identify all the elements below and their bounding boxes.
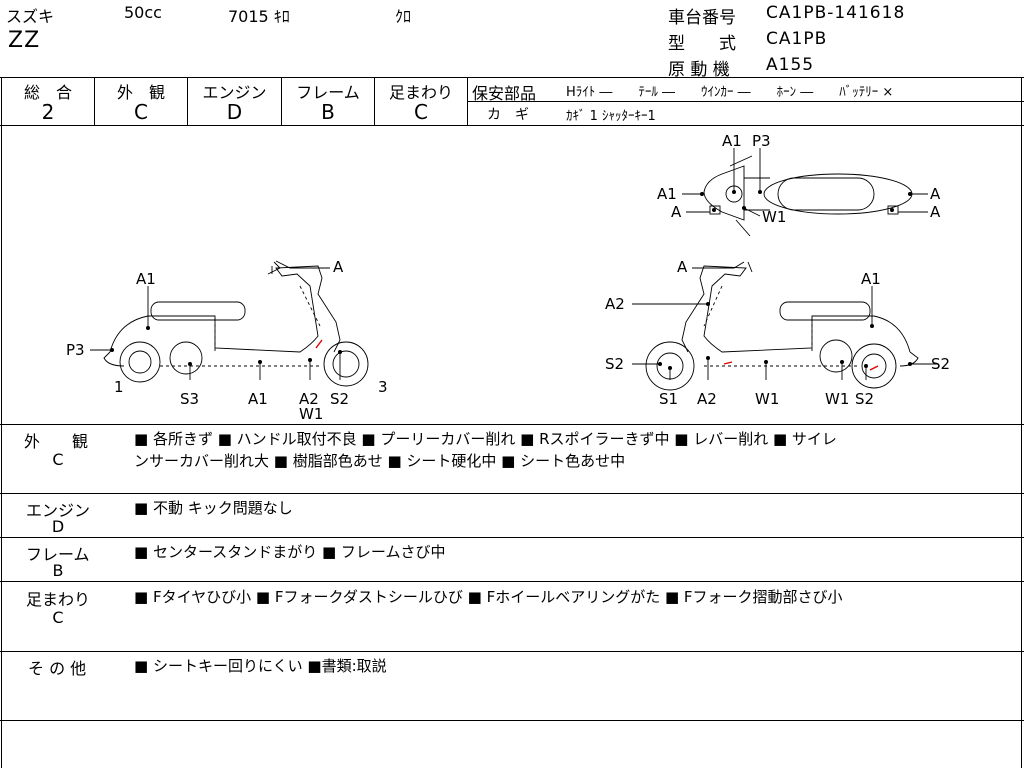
- section-exterior-text-1: ■ 各所きず ■ ハンドル取付不良 ■ プーリーカバー削れ ■ Rスポイラーきず…: [134, 430, 837, 448]
- section-engine-grade: D: [51, 517, 65, 536]
- key-value: ｶｷﾞ 1 ｼｬｯﾀｰｷｰ1: [566, 109, 656, 124]
- label-left-a1-bottom: A1: [248, 390, 268, 408]
- section-suspension-title: 足まわり: [26, 590, 91, 609]
- label-left-s3: S3: [180, 390, 199, 408]
- label-top-a-right-1: A: [930, 185, 941, 203]
- label-left-p3: P3: [66, 341, 85, 359]
- label-top-a-left: A: [671, 203, 682, 221]
- label-left-a: A: [333, 258, 344, 276]
- grade-suspension-value: C: [414, 100, 428, 124]
- section-suspension-text: ■ Fタイヤひび小 ■ Fフォークダストシールひび ■ Fホイールベアリングがた…: [134, 588, 843, 606]
- grade-exterior-label: 外 観: [116, 83, 165, 102]
- section-engine-text: ■ 不動 キック問題なし: [134, 499, 293, 517]
- model-name: ZZ: [8, 28, 41, 53]
- grade-exterior-value: C: [134, 100, 148, 124]
- divider: [94, 77, 95, 125]
- divider: [187, 77, 188, 125]
- label-top-a1-left: A1: [657, 185, 677, 203]
- grade-engine-label: エンジン: [202, 83, 267, 102]
- divider: [467, 101, 1024, 102]
- section-engine-title: エンジン: [26, 501, 91, 520]
- section-suspension-grade: C: [52, 608, 64, 627]
- divider: [0, 424, 1024, 425]
- label-right-a2: A2: [605, 295, 625, 313]
- mileage: 7015 ｷﾛ: [228, 7, 290, 26]
- section-exterior-text-2: ンサーカバー削れ大 ■ 樹脂部色あせ ■ シート硬化中 ■ シート色あせ中: [134, 452, 626, 470]
- divider: [0, 651, 1024, 652]
- label-top-a1: A1: [722, 132, 742, 150]
- grade-suspension-label: 足まわり: [388, 83, 453, 102]
- safety-parts-label: 保安部品: [472, 84, 537, 103]
- label-top-w1: W1: [762, 208, 786, 226]
- grade-engine-value: D: [226, 100, 243, 124]
- label-top-a-right-2: A: [930, 203, 941, 221]
- label-right-s2-left: S2: [605, 355, 624, 373]
- label-left-1: 1: [114, 378, 124, 396]
- divider: [281, 77, 282, 125]
- scooter-right-view: [645, 261, 919, 391]
- scooter-left-view: [103, 260, 369, 387]
- section-other-text: ■ シートキー回りにくい ■書類:取説: [134, 657, 387, 675]
- section-frame-grade: B: [52, 561, 64, 580]
- divider: [0, 493, 1024, 494]
- label-right-s2-bottom: S2: [855, 390, 874, 408]
- border: [1, 77, 2, 768]
- label-left-3: 3: [378, 378, 388, 396]
- label-top-p3: P3: [752, 132, 771, 150]
- label-right-w1-b: W1: [825, 390, 849, 408]
- label-right-a1: A1: [861, 270, 881, 288]
- divider: [467, 77, 468, 125]
- divider: [0, 537, 1024, 538]
- label-right-s2-right: S2: [931, 355, 950, 373]
- grade-frame-label: フレーム: [296, 83, 360, 102]
- border: [1021, 77, 1022, 768]
- divider: [0, 125, 1024, 126]
- section-other-title: そ の 他: [28, 659, 87, 678]
- frame-number: CA1PB-141618: [766, 3, 906, 23]
- label-right-a2-bottom: A2: [697, 390, 717, 408]
- type-label: 型 式: [668, 34, 736, 54]
- divider: [0, 77, 1024, 78]
- damage-markers: [110, 190, 912, 370]
- section-exterior-grade: C: [52, 450, 64, 469]
- safety-parts-items: Hﾗｲﾄ ― ﾃｰﾙ ― ｳｲﾝｶｰ ― ﾎｰﾝ ― ﾊﾞｯﾃﾘｰ ×: [566, 85, 894, 100]
- section-exterior-title: 外 観: [24, 432, 89, 451]
- label-right-w1-a: W1: [755, 390, 779, 408]
- section-frame-title: フレーム: [26, 545, 90, 564]
- label-left-s2: S2: [330, 390, 349, 408]
- label-right-a: A: [677, 258, 688, 276]
- label-left-w1: W1: [299, 405, 323, 423]
- grade-frame-value: B: [321, 100, 335, 124]
- color: ｸﾛ: [395, 7, 412, 26]
- scooter-top-view: [703, 155, 913, 237]
- grade-overall-value: 2: [41, 100, 55, 124]
- divider: [0, 720, 1024, 721]
- engine-label: 原 動 機: [668, 60, 730, 80]
- callout-lines: [90, 148, 938, 380]
- maker-name: スズキ: [6, 7, 55, 26]
- type-value: CA1PB: [766, 29, 828, 49]
- frame-number-label: 車台番号: [668, 8, 736, 28]
- damage-diagram: A1 A P3 1 3 S3 A1 A2 W1 S2 A A1 A2 S2 S2…: [66, 132, 950, 423]
- label-right-s1: S1: [659, 390, 678, 408]
- key-label: カ ギ: [487, 107, 529, 123]
- divider: [0, 581, 1024, 582]
- label-left-a1: A1: [136, 270, 156, 288]
- label-left-a2: A2: [299, 390, 319, 408]
- divider: [374, 77, 375, 125]
- grade-overall-label: 総 合: [23, 83, 72, 102]
- section-frame-text: ■ センタースタンドまがり ■ フレームさび中: [134, 543, 446, 561]
- engine-value: A155: [766, 55, 815, 75]
- displacement: 50cc: [124, 3, 162, 22]
